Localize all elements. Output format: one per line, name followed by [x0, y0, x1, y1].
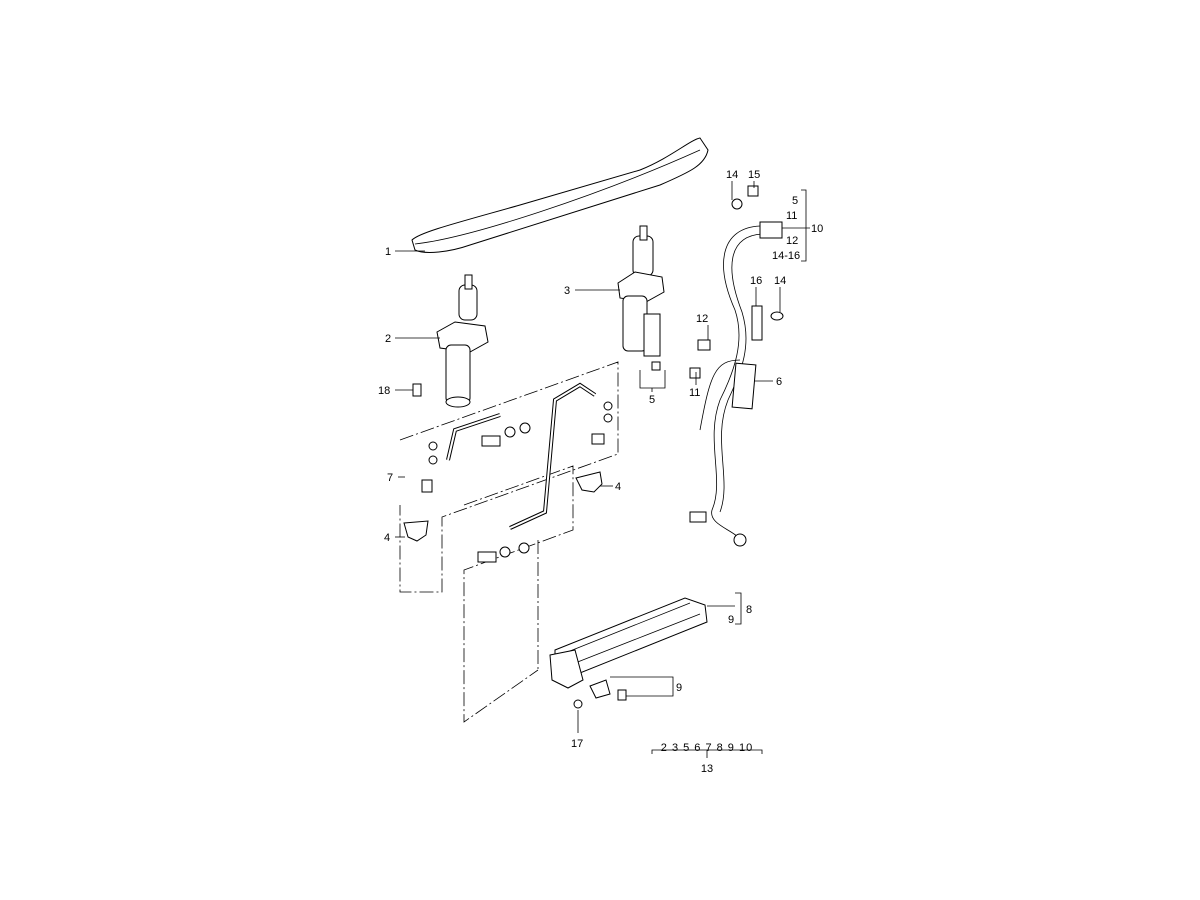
group-item-11: 11	[786, 210, 797, 222]
callout-4-right: 4	[615, 481, 621, 493]
callout-14-top: 14	[726, 169, 738, 181]
strut-left-part	[436, 274, 489, 408]
bolt-18	[412, 383, 422, 397]
kit-items: 2 3 5 6 7 8 9 10	[661, 742, 753, 754]
wiring-harness	[689, 185, 784, 547]
leader-lines	[395, 181, 810, 758]
callout-9-pump: 9	[728, 614, 734, 626]
cap-left	[403, 520, 429, 542]
callout-12: 12	[696, 313, 708, 325]
group-item-14-16: 14-16	[772, 250, 800, 262]
callout-15: 15	[748, 169, 760, 181]
callout-18: 18	[378, 385, 390, 397]
callout-16: 16	[750, 275, 762, 287]
kit-total: 13	[701, 763, 713, 775]
callout-1: 1	[385, 246, 391, 258]
hose-kit-frame	[399, 361, 619, 723]
callout-3: 3	[564, 285, 570, 297]
callout-8: 8	[746, 604, 752, 616]
pump-unit	[549, 597, 708, 709]
callout-10: 10	[811, 223, 823, 235]
group-item-5: 5	[792, 195, 798, 207]
callout-5: 5	[649, 394, 655, 406]
callout-11: 11	[689, 387, 700, 399]
hoses	[421, 382, 613, 563]
strut-right-part	[617, 225, 665, 371]
group-item-12: 12	[786, 235, 798, 247]
callout-7: 7	[387, 472, 393, 484]
callout-6: 6	[776, 376, 782, 388]
callout-14-mid: 14	[774, 275, 786, 287]
cap-right	[575, 471, 603, 493]
callout-2: 2	[385, 333, 391, 345]
callout-4-left: 4	[384, 532, 390, 544]
callout-17: 17	[571, 738, 583, 750]
spoiler-part	[411, 137, 709, 253]
callout-9-bracket: 9	[676, 682, 682, 694]
